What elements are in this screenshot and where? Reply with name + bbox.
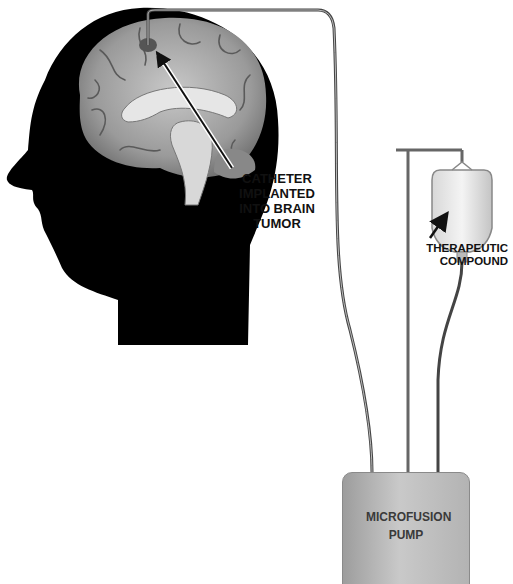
callout-label: CATHETER IMPLANTED INTO BRAIN TUMOR xyxy=(222,172,332,232)
iv-bag xyxy=(432,170,492,252)
brain-folds xyxy=(88,24,250,168)
brainstem xyxy=(170,121,212,205)
leader-arrow xyxy=(158,54,232,168)
node-label: MICROFUSION PUMP xyxy=(366,508,446,544)
pump-box: MICROFUSION PUMP xyxy=(342,472,470,584)
head-silhouette xyxy=(7,8,279,345)
callout-label: THERAPEUTIC COMPOUND xyxy=(412,242,508,268)
leader-arrow xyxy=(430,215,446,238)
corpus-callosum xyxy=(122,87,237,122)
catheter-tube xyxy=(148,10,372,472)
iv-tubing xyxy=(438,262,462,472)
leader-arrow xyxy=(158,54,232,168)
